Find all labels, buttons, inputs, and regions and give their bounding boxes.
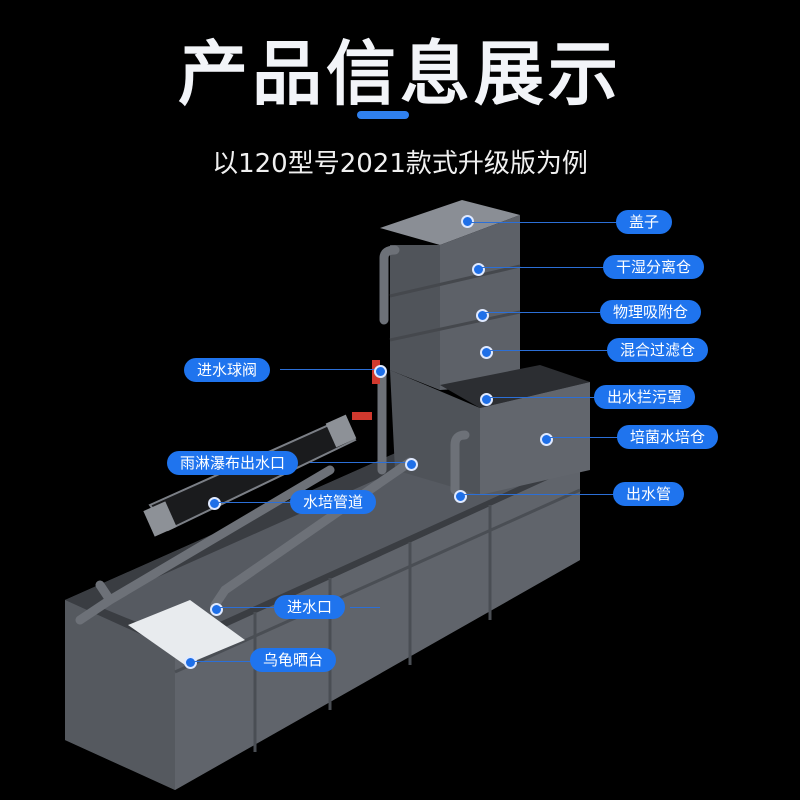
valve-handle bbox=[352, 412, 372, 420]
marker-dot bbox=[184, 656, 197, 669]
leader-line bbox=[470, 222, 620, 223]
callout-physical-adsorption-chamber: 物理吸附仓 bbox=[600, 300, 702, 324]
marker-dot bbox=[405, 458, 418, 471]
callout-lid: 盖子 bbox=[616, 210, 673, 234]
leader-line bbox=[219, 607, 277, 608]
leader-line bbox=[489, 350, 607, 351]
leader-line bbox=[481, 267, 606, 268]
marker-dot bbox=[210, 603, 223, 616]
marker-dot bbox=[480, 393, 493, 406]
callout-hydroponic-pipe: 水培管道 bbox=[290, 490, 377, 514]
page-subtitle: 以120型号2021款式升级版为例 bbox=[212, 149, 588, 179]
marker-dot bbox=[480, 346, 493, 359]
callout-outlet-pipe: 出水管 bbox=[613, 482, 685, 506]
leader-line bbox=[485, 312, 600, 313]
callout-bacteria-hydroponic-chamber: 培菌水培仓 bbox=[617, 425, 719, 449]
callout-rain-waterfall-outlet: 雨淋瀑布出水口 bbox=[167, 451, 299, 475]
leader-line bbox=[217, 502, 292, 503]
leader-line bbox=[463, 494, 615, 495]
callout-outlet-strainer: 出水拦污罩 bbox=[594, 385, 696, 409]
title-accent-bar bbox=[357, 111, 409, 119]
callout-dry-wet-chamber: 干湿分离仓 bbox=[603, 255, 705, 279]
leader-line bbox=[193, 661, 253, 662]
page-title: 产品信息展示 bbox=[178, 33, 622, 115]
callout-inlet-ball-valve: 进水球阀 bbox=[184, 358, 271, 382]
marker-dot bbox=[476, 309, 489, 322]
marker-dot bbox=[374, 365, 387, 378]
turtle-platform bbox=[128, 600, 245, 665]
marker-dot bbox=[472, 263, 485, 276]
marker-dot bbox=[208, 497, 221, 510]
callout-turtle-basking-platform: 乌龟晒台 bbox=[250, 648, 337, 672]
leader-line bbox=[489, 397, 595, 398]
leader-line bbox=[549, 437, 619, 438]
marker-dot bbox=[454, 490, 467, 503]
leader-line bbox=[280, 369, 377, 370]
callout-mixed-filter-chamber: 混合过滤仓 bbox=[607, 338, 709, 362]
marker-dot bbox=[461, 215, 474, 228]
leader-line bbox=[310, 462, 407, 463]
marker-dot bbox=[540, 433, 553, 446]
callout-inlet: 进水口 bbox=[274, 595, 346, 619]
stacked-crates bbox=[380, 200, 590, 495]
waterfall-tube bbox=[143, 414, 357, 537]
leader-line bbox=[350, 607, 380, 608]
